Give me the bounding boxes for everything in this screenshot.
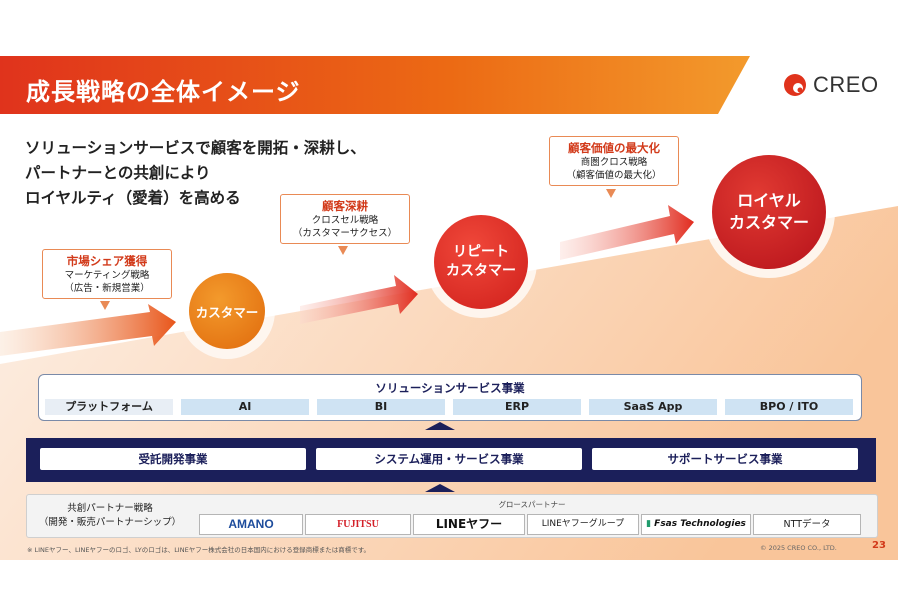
- stage-label: リピート カスタマー: [446, 244, 516, 279]
- callout-pointer-1: [100, 301, 110, 310]
- stage-label: カスタマー: [195, 304, 259, 320]
- tagline-line-3: ロイヤルティ（愛着）を高める: [25, 189, 241, 207]
- partner-strategy-label: 共創パートナー戦略 （開発・販売パートナーシップ）: [31, 502, 189, 530]
- callout-title: 市場シェア獲得: [66, 254, 148, 268]
- background-graphic: [0, 56, 898, 560]
- tagline-line-1: ソリューションサービスで顧客を開拓・深耕し、: [25, 139, 366, 157]
- business-support-service: サポートサービス事業: [592, 448, 858, 470]
- partner-logo-nttdata: NTTデータ: [753, 514, 861, 535]
- tagline: ソリューションサービスで顧客を開拓・深耕し、 パートナーとの共創により ロイヤル…: [25, 136, 366, 211]
- growth-arrow-3: [560, 205, 694, 260]
- growth-arrow-1: [0, 304, 176, 356]
- tagline-line-2: パートナーとの共創により: [25, 164, 211, 182]
- footnote: ※ LINEヤフー、LINEヤフーのロゴ、LYのロゴは、LINEヤフー株式会社の…: [27, 546, 371, 554]
- solution-item-bi: BI: [317, 399, 445, 415]
- partner-panel: 共創パートナー戦略 （開発・販売パートナーシップ） グロースパートナー AMAN…: [26, 494, 878, 538]
- up-arrow-2: [425, 484, 455, 492]
- copyright: © 2025 CREO CO., LTD.: [760, 544, 837, 552]
- partner-label-line-1: 共創パートナー戦略: [67, 503, 153, 514]
- callout-value-maximization: 顧客価値の最大化 商圏クロス戦略 （顧客価値の最大化）: [549, 136, 679, 186]
- solution-item-bpo-ito: BPO / ITO: [725, 399, 853, 415]
- partner-logo-lineyahoo: LINEヤフー: [413, 514, 525, 535]
- slide: 成長戦略の全体イメージ CREO ソリューションサービスで顧客を開拓・深耕し、 …: [0, 56, 898, 560]
- partner-logo-fujitsu: FUJITSU: [305, 514, 411, 535]
- solution-services-panel: ソリューションサービス事業 プラットフォーム AI BI ERP SaaS Ap…: [38, 374, 862, 421]
- creo-logo-text: CREO: [813, 72, 879, 97]
- callout-sub: （顧客価値の最大化）: [566, 170, 662, 181]
- callout-title: 顧客深耕: [322, 199, 368, 213]
- stage-label: ロイヤル カスタマー: [728, 191, 809, 232]
- business-system-operation: システム運用・サービス事業: [316, 448, 582, 470]
- callout-market-share: 市場シェア獲得 マーケティング戦略 （広告・新規営業）: [42, 249, 172, 299]
- slide-title: 成長戦略の全体イメージ: [26, 78, 301, 106]
- partner-label-line-2: （開発・販売パートナーシップ）: [38, 517, 182, 528]
- callout-customer-deepening: 顧客深耕 クロスセル戦略 （カスタマーサクセス）: [280, 194, 410, 244]
- fsas-logo-mark-icon: ▮: [646, 519, 652, 529]
- solution-item-erp: ERP: [453, 399, 581, 415]
- growth-partner-label: グロースパートナー: [498, 500, 566, 509]
- partner-logo-amano: AMANO: [199, 514, 303, 535]
- callout-pointer-3: [606, 189, 616, 198]
- callout-sub: 商圏クロス戦略: [580, 157, 648, 168]
- callout-sub: （広告・新規営業）: [64, 283, 150, 294]
- business-band-items: 受託開発事業 システム運用・サービス事業 サポートサービス事業: [26, 438, 876, 482]
- callout-sub: （カスタマーサクセス）: [292, 228, 398, 239]
- creo-logo-icon: [784, 74, 806, 96]
- growth-arrow-2: [300, 275, 418, 324]
- solution-services-heading: ソリューションサービス事業: [375, 381, 525, 395]
- callout-sub: クロスセル戦略: [311, 215, 379, 226]
- callout-title: 顧客価値の最大化: [568, 141, 660, 155]
- solution-item-platform: プラットフォーム: [45, 399, 173, 415]
- callout-sub: マーケティング戦略: [64, 270, 150, 281]
- callout-pointer-2: [338, 246, 348, 255]
- solution-item-ai: AI: [181, 399, 309, 415]
- partner-logo-lineyahoo-group: LINEヤフーグループ: [527, 514, 639, 535]
- creo-logo: CREO: [783, 72, 879, 98]
- partner-logo-fsas: ▮ Fsas Technologies: [641, 514, 751, 535]
- business-contract-dev: 受託開発事業: [40, 448, 306, 470]
- fsas-logo-text: Fsas Technologies: [654, 519, 746, 529]
- stage-loyal-customer: ロイヤル カスタマー: [712, 155, 826, 269]
- page-number: 23: [872, 540, 886, 551]
- stage-repeat-customer: リピート カスタマー: [434, 215, 528, 309]
- solution-item-saas: SaaS App: [589, 399, 717, 415]
- up-arrow-1: [425, 422, 455, 430]
- title-band: [0, 56, 750, 114]
- stage-customer: カスタマー: [189, 273, 265, 349]
